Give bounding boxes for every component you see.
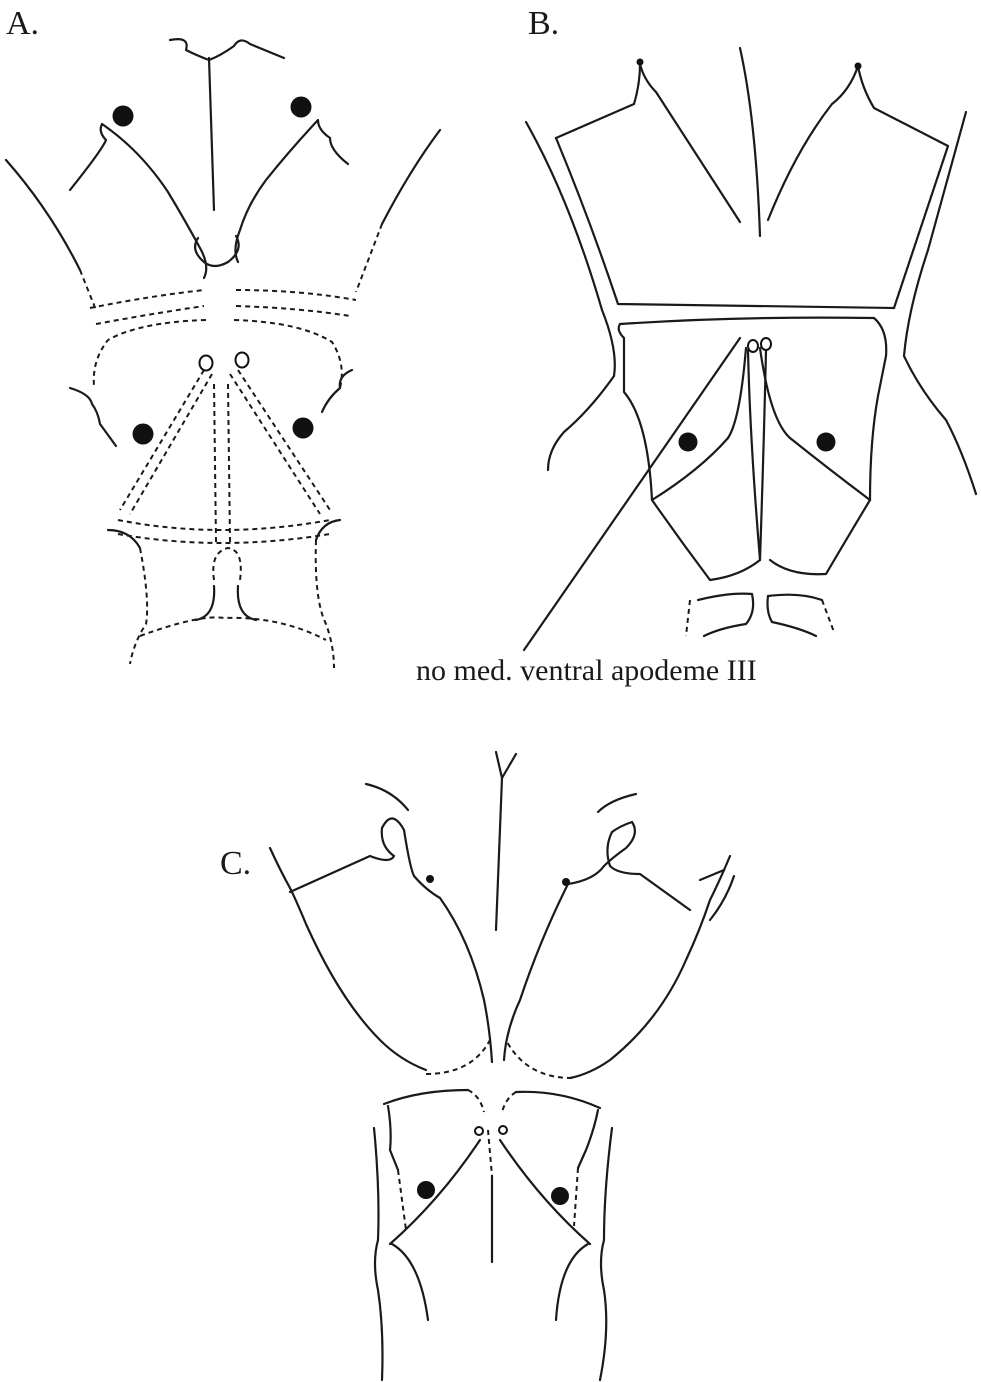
pore-marker [236,353,249,368]
panel-a-pores [200,353,249,371]
panel-c-lower-sclerite [374,1090,612,1380]
callout-leader-line [524,338,740,650]
panel-c-pores [475,1126,507,1135]
panel-b: B. [416,5,976,687]
panel-b-dots [679,433,836,452]
dot-marker [551,1187,569,1205]
dot-marker [817,433,836,452]
dot-marker [679,433,698,452]
panel-a: A. [6,5,440,668]
panel-c-label: C. [220,845,251,882]
panel-c-upper-sclerite [270,752,734,1078]
panel-b-lower-plate [619,318,887,636]
panel-b-label: B. [528,5,559,42]
pore-marker [499,1126,507,1134]
dot-marker [113,106,134,127]
panel-a-transverse-bands [90,290,356,324]
dot-marker [133,424,154,445]
dot-marker [291,97,312,118]
pore-marker [200,356,213,371]
pore-marker [475,1127,483,1135]
dot-marker [417,1181,435,1199]
dot-marker [293,418,314,439]
panel-a-lower-sclerite [70,320,352,668]
callout-text: no med. ventral apodeme III [416,654,757,687]
panel-a-upper-sclerite [6,39,440,310]
panel-c: C. [220,752,734,1380]
panel-a-label: A. [6,5,39,42]
pore-marker [748,340,758,352]
pore-marker [761,338,771,350]
